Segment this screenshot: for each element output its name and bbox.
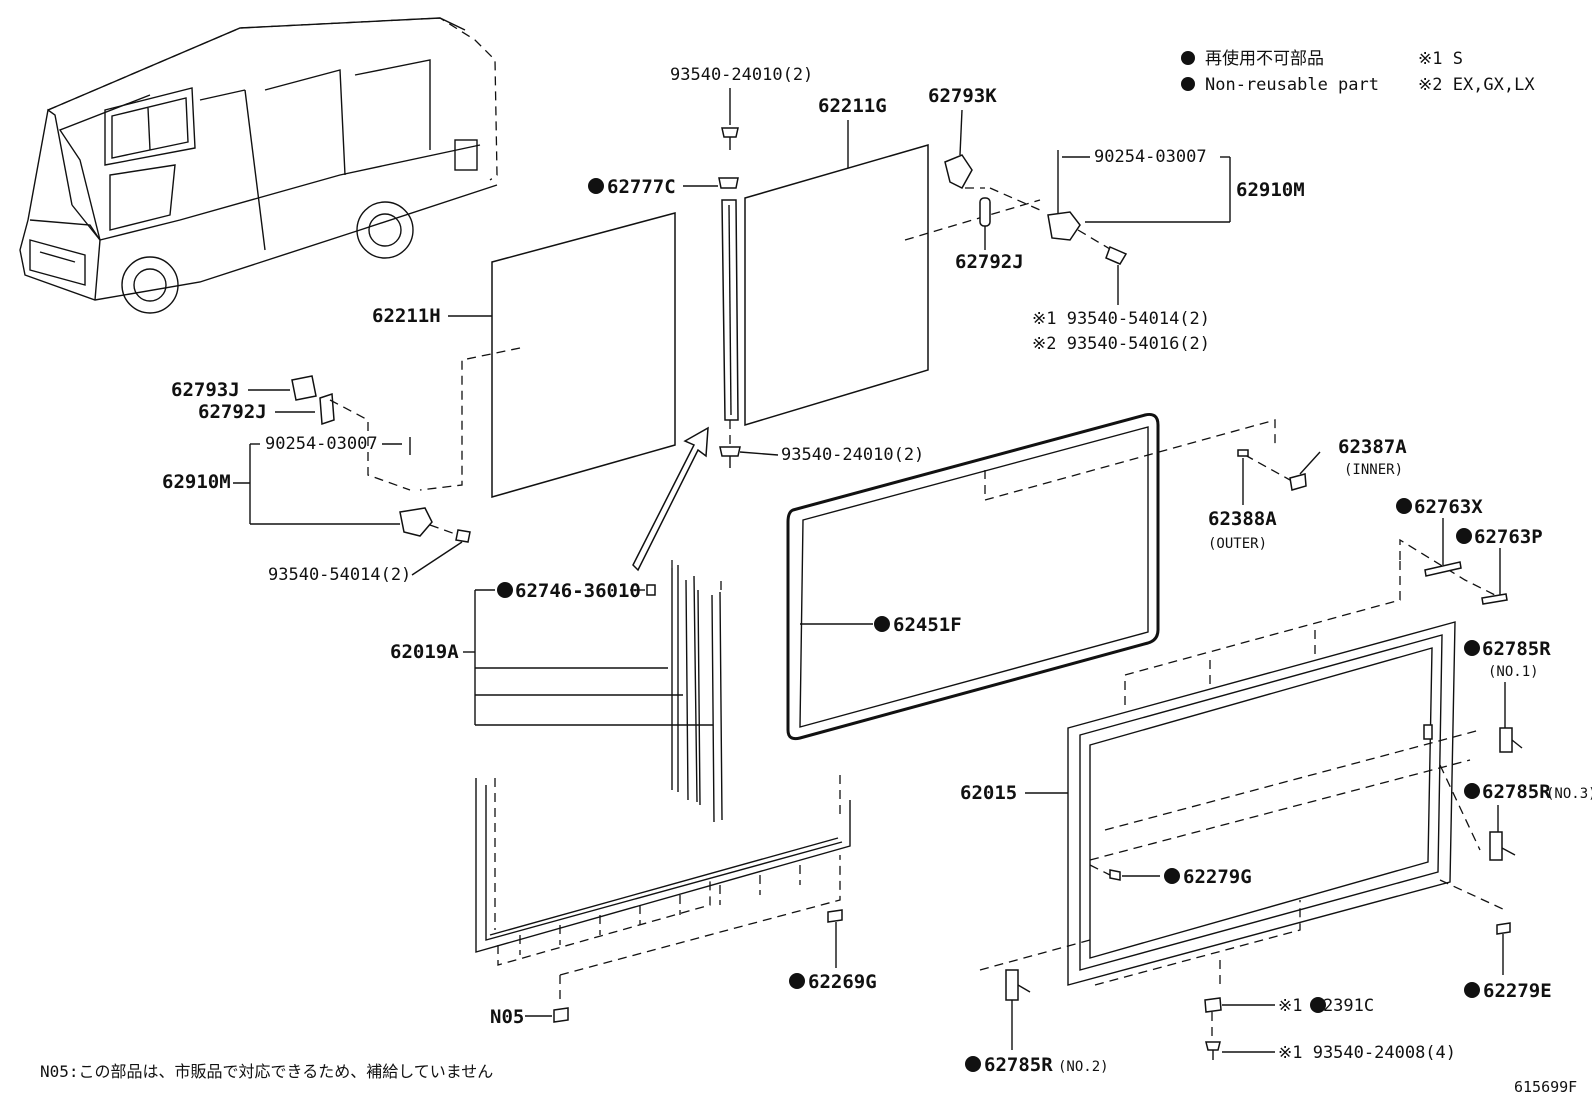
non-reusable-dot-icon <box>789 973 805 989</box>
non-reusable-dot-icon <box>1396 498 1412 514</box>
label-62763X: 62763X <box>1414 496 1483 518</box>
non-reusable-dot-icon <box>1464 640 1480 656</box>
non-reusable-dot-icon <box>1464 982 1480 998</box>
stopper-62279E: 62279E <box>1464 922 1552 1002</box>
label-62785R-no2: 62785R <box>984 1054 1053 1076</box>
label-62785R-no3: 62785R <box>1482 781 1551 803</box>
label-62279E: 62279E <box>1483 980 1552 1002</box>
label-90254-03007-left: 90254-03007 <box>265 434 378 454</box>
latch-group-right: 62793K 62792J 90254-03007 62910M ※1 9354… <box>928 85 1305 354</box>
footer-note: N05:この部品は、市販品で対応できるため、補給していません <box>40 1062 493 1081</box>
label-62279G: 62279G <box>1183 866 1252 888</box>
label-62792J-left: 62792J <box>198 401 267 423</box>
label-62019A: 62019A <box>390 641 459 663</box>
legend-en-text: Non-reusable part <box>1205 75 1379 95</box>
label-62387A: 62387A <box>1338 436 1407 458</box>
channel-62019A: 62746-36010 62019A <box>390 560 723 823</box>
legend: 再使用不可部品 Non-reusable part ※1 S ※2 EX,GX,… <box>1181 48 1535 95</box>
label-62211G: 62211G <box>818 95 887 117</box>
legend-note1: ※1 S <box>1418 49 1463 69</box>
label-93540-24010-bottom: 93540-24010(2) <box>781 445 924 465</box>
label-93540-24008: ※1 93540-24008(4) <box>1278 1043 1456 1063</box>
vehicle-illustration <box>19 17 498 314</box>
label-62792J-right: 62792J <box>955 251 1024 273</box>
label-62451F: 62451F <box>893 614 962 636</box>
label-62211H: 62211H <box>372 305 441 327</box>
label-62785R-no1: 62785R <box>1482 638 1551 660</box>
label-93540-54016-right: ※2 93540-54016(2) <box>1032 334 1210 354</box>
label-62785R-no3-sub: (NO.3) <box>1546 786 1592 802</box>
non-reusable-dot-icon <box>588 178 604 194</box>
non-reusable-dot-icon <box>1464 783 1480 799</box>
non-reusable-dot-icon <box>1181 51 1195 65</box>
non-reusable-dot-icon <box>874 616 890 632</box>
latch-group-left: 62793J 62792J 90254-03007 62910M 93540-5… <box>162 375 471 585</box>
label-62388A-sub: (OUTER) <box>1208 536 1267 552</box>
label-62015: 62015 <box>960 782 1017 804</box>
label-93540-54014-right: ※1 93540-54014(2) <box>1032 309 1210 329</box>
non-reusable-dot-icon <box>1164 868 1180 884</box>
label-N05: N05 <box>490 1006 524 1028</box>
label-93540-24010-top: 93540-24010(2) <box>670 65 813 85</box>
label-62388A: 62388A <box>1208 508 1277 530</box>
legend-note2: ※2 EX,GX,LX <box>1418 75 1535 95</box>
label-62387A-sub: (INNER) <box>1344 462 1403 478</box>
glass-62211G: 62211G <box>744 95 1041 427</box>
label-90254-03007-right: 90254-03007 <box>1094 147 1207 167</box>
label-62910M-right: 62910M <box>1236 179 1305 201</box>
label-62269G: 62269G <box>808 971 877 993</box>
latch-62785R-no1: 62785R (NO.1) <box>1464 638 1551 753</box>
stopper-62279G: 62279G <box>1109 866 1252 888</box>
center-post-group: 93540-24010(2) 93540-24010(2) 62777C <box>588 65 924 572</box>
latch-62785R-no3: 62785R (NO.3) <box>1464 781 1592 861</box>
non-reusable-dot-icon <box>497 582 513 598</box>
glass-62211H: 62211H <box>372 212 676 498</box>
label-93540-54014-left: 93540-54014(2) <box>268 565 411 585</box>
label-62785R-no2-sub: (NO.2) <box>1058 1059 1109 1075</box>
label-62793K: 62793K <box>928 85 997 107</box>
non-reusable-dot-icon <box>1181 77 1195 91</box>
parts-62391C: ※1 62391C ※1 93540-24008(4) <box>1204 996 1456 1063</box>
non-reusable-dot-icon <box>965 1056 981 1072</box>
label-62785R-no1-sub: (NO.1) <box>1488 664 1539 680</box>
clip-62387A-62388A: 62388A (OUTER) 62387A (INNER) <box>984 419 1407 552</box>
label-62777C: 62777C <box>607 176 676 198</box>
latch-62785R-no2: 62785R (NO.2) <box>965 969 1109 1076</box>
label-62910M-left: 62910M <box>162 471 231 493</box>
sash-frame-62015: 62015 <box>960 538 1506 986</box>
label-62391C-note: ※1 62391C <box>1278 996 1374 1016</box>
label-62793J: 62793J <box>171 379 240 401</box>
label-62746-36010: 62746-36010 <box>515 580 641 602</box>
weatherstrip-62451F: 62451F <box>786 413 1160 741</box>
label-62763P: 62763P <box>1474 526 1543 548</box>
non-reusable-dot-icon <box>1456 528 1472 544</box>
runchannel-62269G: N05 62269G <box>475 775 877 1028</box>
clip-62763: 62763X 62763P <box>1396 496 1543 605</box>
diagram-code: 615699F <box>1514 1078 1577 1096</box>
legend-jp-text: 再使用不可部品 <box>1205 48 1324 69</box>
non-reusable-dot-icon <box>1310 997 1326 1013</box>
